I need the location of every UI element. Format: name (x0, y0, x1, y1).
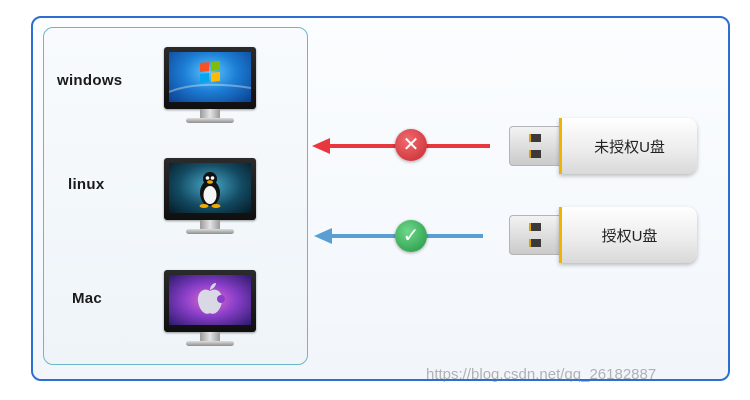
usb-drive-unauthorized: 未授权U盘 (509, 118, 697, 174)
windows-logo-icon (169, 60, 251, 93)
linux-monitor-icon (164, 158, 256, 238)
apple-logo-icon (197, 283, 225, 314)
mac-monitor-icon (164, 270, 256, 350)
watermark-text: https://blog.csdn.net/qq_26182887 (426, 366, 657, 383)
os-label-windows: windows (57, 72, 123, 89)
usb-plug-icon (509, 126, 561, 166)
accept-check-icon: ✓ (395, 220, 427, 252)
tux-penguin-icon (199, 172, 221, 208)
usb-label-authorized: 授权U盘 (601, 228, 658, 245)
usb-label-unauthorized: 未授权U盘 (594, 139, 665, 156)
os-label-linux: linux (68, 176, 105, 193)
reject-x-icon: ✕ (395, 129, 427, 161)
usb-plug-icon (509, 215, 561, 255)
usb-drive-authorized: 授权U盘 (509, 207, 697, 263)
windows-monitor-icon (164, 47, 256, 127)
os-label-mac: Mac (72, 290, 103, 307)
